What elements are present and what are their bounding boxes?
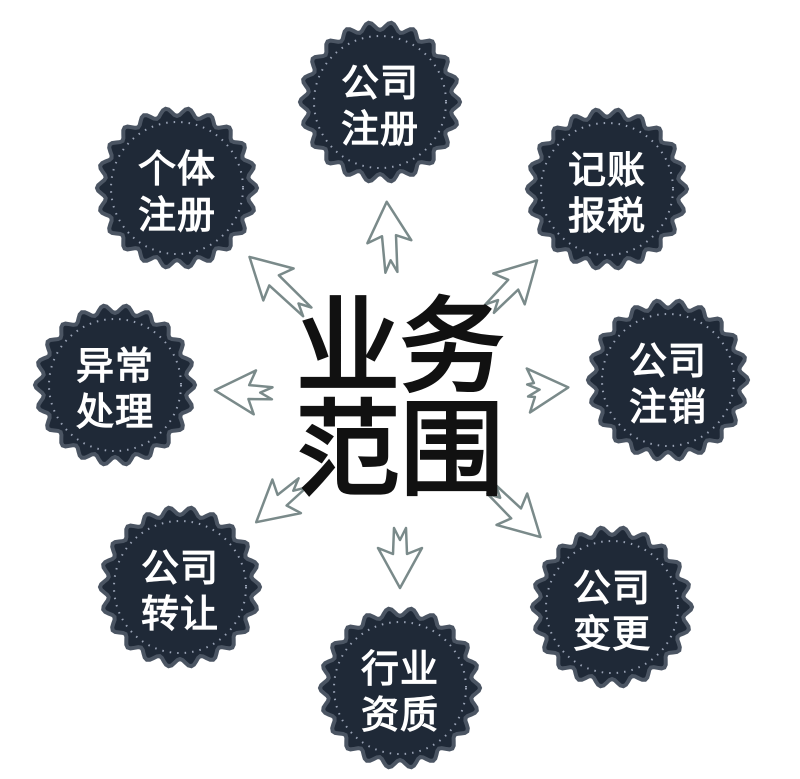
badge-shape xyxy=(94,106,260,270)
center-title: 业务 范围 xyxy=(296,286,504,511)
badge-label-line2: 注册 xyxy=(341,107,419,151)
badge-label-line1: 公司 xyxy=(629,339,707,383)
badge-label-line2: 资质 xyxy=(361,693,439,737)
badge-dotted-ring xyxy=(333,621,467,755)
badge-dotted-ring xyxy=(110,121,244,255)
badge-label-line2: 注册 xyxy=(138,193,216,237)
badge-label-line1: 异常 xyxy=(76,344,154,388)
badge-dotted-ring xyxy=(601,313,735,447)
center-title-line1: 业务 xyxy=(296,286,504,408)
badge-shape xyxy=(585,298,751,462)
badge-dotted-ring xyxy=(113,520,247,654)
badge-label-line1: 公司 xyxy=(341,61,419,105)
badge-shape xyxy=(317,606,483,770)
arrow-to-individual-registration xyxy=(248,255,313,318)
badge-label-line2: 报税 xyxy=(568,194,646,238)
badge-dotted-ring xyxy=(545,540,679,674)
badge-shape xyxy=(524,107,690,271)
arrow-to-company-deregistration xyxy=(525,367,570,414)
badge-shape xyxy=(97,505,263,669)
badge-shape xyxy=(297,20,463,184)
arrow-to-exception-handling xyxy=(213,369,274,416)
badge-label-line1: 行业 xyxy=(361,647,439,691)
arrow-to-industry-qualification xyxy=(376,526,424,590)
badge-dotted-ring xyxy=(313,35,447,169)
badge-label-line2: 转让 xyxy=(141,592,219,636)
arrow-to-company-registration xyxy=(366,200,413,274)
badge-label-line1: 个体 xyxy=(138,147,216,191)
badge-shape xyxy=(529,525,695,689)
arrow-to-company-change xyxy=(486,483,542,539)
badge-label-line1: 公司 xyxy=(573,566,651,610)
badge-label-line2: 注销 xyxy=(629,385,707,429)
badge-shape xyxy=(32,303,198,467)
badge-dotted-ring xyxy=(48,318,182,452)
badge-dotted-ring xyxy=(540,122,674,256)
arrows-layer xyxy=(213,200,570,590)
arrow-to-company-transfer xyxy=(254,477,308,524)
badge-label-line1: 公司 xyxy=(141,546,219,590)
badge-label-line1: 记账 xyxy=(568,148,646,192)
badge-label-line2: 处理 xyxy=(76,390,154,434)
arrow-to-bookkeeping-tax xyxy=(484,259,539,315)
center-title-line2: 范围 xyxy=(296,389,504,511)
badge-label-line2: 变更 xyxy=(573,612,651,656)
